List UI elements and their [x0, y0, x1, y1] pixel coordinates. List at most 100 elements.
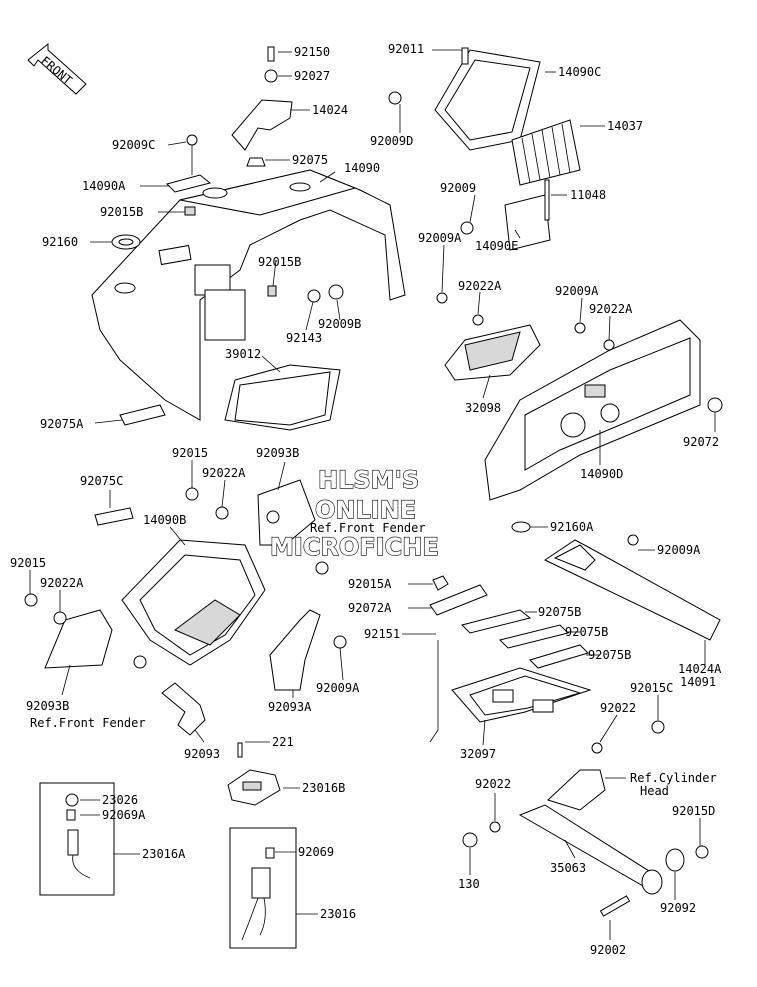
bolt-92009A-3-part [333, 635, 347, 649]
part-32098 [444, 324, 541, 381]
washer-92022-part [591, 742, 603, 754]
arm-35063-part [518, 804, 661, 891]
label-23016B: 23016B [302, 781, 345, 795]
hood-cover-part [91, 169, 406, 421]
watermark-line3: MICROFICHE [270, 533, 439, 561]
fuse-92069-part [265, 847, 275, 859]
label-92151: 92151 [364, 627, 400, 641]
part-labels: 92150 92027 14024 92075 92009C 14090A 92… [10, 42, 722, 957]
label-92075B: 92075B [538, 605, 581, 619]
heatsink-14037-part [511, 119, 581, 186]
washer-92022A-part [472, 314, 484, 326]
bolt-92009A-2-part [574, 322, 586, 334]
grommet-92160-part [111, 234, 141, 250]
bolt-92009B-part [328, 284, 344, 300]
collar-92143-part [307, 289, 321, 303]
rod-92151-part [429, 640, 439, 743]
tape-92075B-part [461, 609, 532, 634]
label-ref-cylinder-head: Head [640, 784, 669, 798]
bolt-92009A-part [436, 292, 448, 304]
watermark: HLSM'S ONLINE Ref.Front Fender MICROFICH… [269, 465, 439, 561]
nut-92015D-part [695, 845, 709, 859]
label-14090C: 14090C [558, 65, 601, 79]
washer-92022A-2-part [603, 339, 615, 351]
label-92150: 92150 [294, 45, 330, 59]
label-92075B-3: 92075B [588, 648, 631, 662]
label-32097: 32097 [460, 747, 496, 761]
box-23016 [229, 827, 297, 949]
bracket-14024-part [231, 46, 293, 167]
label-14090E: 14090E [475, 239, 518, 253]
label-92015B: 92015B [100, 205, 143, 219]
label-92015A: 92015A [348, 577, 392, 591]
label-92009D: 92009D [370, 134, 413, 148]
label-14090B: 14090B [143, 513, 186, 527]
washer-92022-2-part [489, 821, 501, 833]
bracket-92093A-part [269, 609, 321, 691]
grommet-92160A-part [511, 521, 531, 533]
label-92009A-2: 92009A [555, 284, 599, 298]
clip-92015B-part [184, 206, 196, 216]
bolt-92002-part [599, 895, 631, 917]
label-ref-cylinder: Ref.Cylinder [630, 771, 717, 785]
label-92160: 92160 [42, 235, 78, 249]
label-92015D: 92015D [672, 804, 715, 818]
label-92015-2: 92015 [10, 556, 46, 570]
label-92022-2: 92022 [475, 777, 511, 791]
holder-23016-part [251, 867, 271, 899]
box-23016A [39, 782, 115, 896]
label-92022A-2: 92022A [589, 302, 633, 316]
bracket-92093B-2-part [44, 609, 113, 669]
plate-14090E-part [504, 194, 551, 251]
label-92022A-3: 92022A [202, 466, 246, 480]
label-11048: 11048 [570, 188, 606, 202]
label-92143: 92143 [286, 331, 322, 345]
label-14090: 14090 [344, 161, 380, 175]
clip-92072-part [707, 397, 723, 413]
label-14090A: 14090A [82, 179, 126, 193]
tape-92075B-2-part [499, 624, 569, 649]
label-92009B: 92009B [318, 317, 361, 331]
panel-14090D-part [484, 319, 701, 501]
bar-11048-part [544, 179, 550, 221]
label-92075C: 92075C [80, 474, 123, 488]
label-92069A: 92069A [102, 808, 146, 822]
label-92093B-2: 92093B [26, 699, 69, 713]
label-92002: 92002 [590, 943, 626, 957]
tape-92075C-part [94, 507, 134, 526]
label-92072A: 92072A [348, 601, 392, 615]
nut-92015-2-part [24, 593, 38, 607]
label-92092: 92092 [660, 901, 696, 915]
bracket-92093B-part [257, 479, 316, 546]
bushing-92092-part [665, 848, 685, 872]
label-14091: 14091 [680, 675, 716, 689]
relay-23016B-part [227, 769, 281, 806]
screw-221-part [237, 742, 243, 758]
front-arrow-icon: FRONT [27, 42, 87, 95]
bracket-92093-part [161, 682, 206, 736]
washer-92022A-4-part [53, 611, 67, 625]
label-92093B: 92093B [256, 446, 299, 460]
label-92072: 92072 [683, 435, 719, 449]
label-92009A-4: 92009A [657, 543, 701, 557]
cap-23026-part [65, 793, 79, 807]
label-ref-front-fender: Ref.Front Fender [30, 716, 146, 730]
holder-23016A-part [67, 829, 79, 856]
band-92072A-part [429, 584, 488, 616]
tray-32097-part [451, 667, 592, 723]
label-92075A: 92075A [40, 417, 84, 431]
label-32098: 32098 [465, 401, 501, 415]
label-14090D: 14090D [580, 467, 623, 481]
label-92093A: 92093A [268, 700, 312, 714]
watermark-ref: Ref.Front Fender [310, 521, 426, 535]
bracket-14024A-part [543, 539, 721, 641]
nut-92015A-part [432, 575, 449, 591]
label-221: 221 [272, 735, 294, 749]
label-92160A: 92160A [550, 520, 594, 534]
label-92015: 92015 [172, 446, 208, 460]
tray-14090B-part [121, 539, 266, 666]
label-92075: 92075 [292, 153, 328, 167]
nut-92015C-part [651, 720, 665, 734]
label-35063: 35063 [550, 861, 586, 875]
label-130: 130 [458, 877, 480, 891]
